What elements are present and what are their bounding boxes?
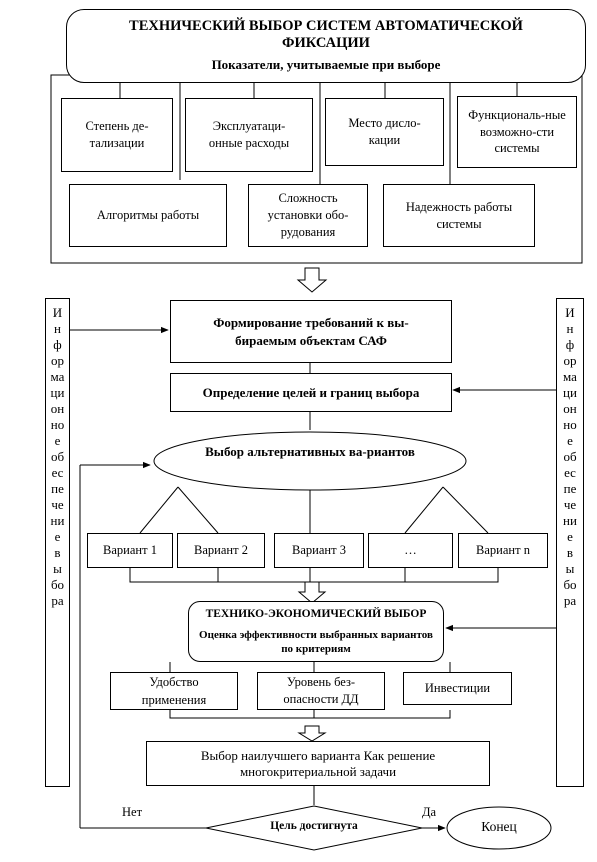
right-info-column: Информационное обеспечение выбора (556, 298, 584, 787)
criterion-safety: Уровень без-опасности ДД (257, 672, 385, 710)
indicator-operating-costs: Эксплуатаци-онные расходы (185, 98, 313, 172)
alternatives-ellipse (153, 431, 467, 491)
branch (404, 486, 444, 534)
indicator-installation: Сложность установки обо-рудования (248, 184, 368, 247)
indicator-functionality: Функциональ-ные возможно-сти системы (457, 96, 577, 168)
indicator-reliability: Надежность работы системы (383, 184, 535, 247)
header-title: ТЕХНИЧЕСКИЙ ВЫБОР СИСТЕМ АВТОМАТИЧЕСКОЙ … (129, 18, 523, 52)
decision-label: Цель достигнута (270, 820, 358, 832)
hollow-arrow-3 (297, 725, 327, 742)
indicator-algorithms: Алгоритмы работы (69, 184, 227, 247)
yes-label: Да (422, 805, 437, 819)
branch (442, 486, 489, 534)
left-info-column: Информационное обеспечение выбора (45, 298, 70, 787)
end-node (446, 806, 552, 850)
criterion-investments: Инвестиции (403, 672, 512, 705)
branch (139, 486, 179, 534)
variant-2: Вариант 2 (177, 533, 265, 568)
branch (177, 486, 219, 534)
alternatives-label: Выбор альтернативных ва-риантов (205, 444, 415, 459)
left-info-label: Информационное обеспечение выбора (50, 305, 65, 608)
criterion-usability: Удобство применения (110, 672, 238, 710)
end-label: Конец (481, 819, 517, 834)
criteria-bracket (169, 710, 451, 719)
variant-1: Вариант 1 (87, 533, 173, 568)
best-variant-box: Выбор наилучшего варианта Как решение мн… (146, 741, 490, 786)
variant-n: Вариант n (458, 533, 548, 568)
goals-step: Определение целей и границ выбора (170, 373, 452, 412)
header-box: ТЕХНИЧЕСКИЙ ВЫБОР СИСТЕМ АВТОМАТИЧЕСКОЙ … (66, 9, 586, 83)
no-label: Нет (122, 805, 143, 819)
economic-choice-box: ТЕХНИКО-ЭКОНОМИЧЕСКИЙ ВЫБОР Оценка эффек… (188, 601, 444, 662)
requirements-step: Формирование требований к вы-бираемым об… (170, 300, 452, 363)
hollow-arrow-1 (296, 267, 328, 293)
variants-bracket (129, 568, 499, 583)
indicator-detail-level: Степень де-тализации (61, 98, 173, 172)
economic-title: ТЕХНИКО-ЭКОНОМИЧЕСКИЙ ВЫБОР (205, 608, 427, 621)
economic-subtitle: Оценка эффективности выбранных вариантов… (199, 628, 433, 655)
variant-3: Вариант 3 (274, 533, 364, 568)
header-subtitle: Показатели, учитываемые при выборе (211, 57, 441, 73)
indicator-location: Место дисло-кации (325, 98, 444, 166)
variant-ellipsis: … (368, 533, 453, 568)
hollow-arrow-2 (297, 581, 327, 604)
right-info-label: Информационное обеспечение выбора (563, 305, 577, 608)
